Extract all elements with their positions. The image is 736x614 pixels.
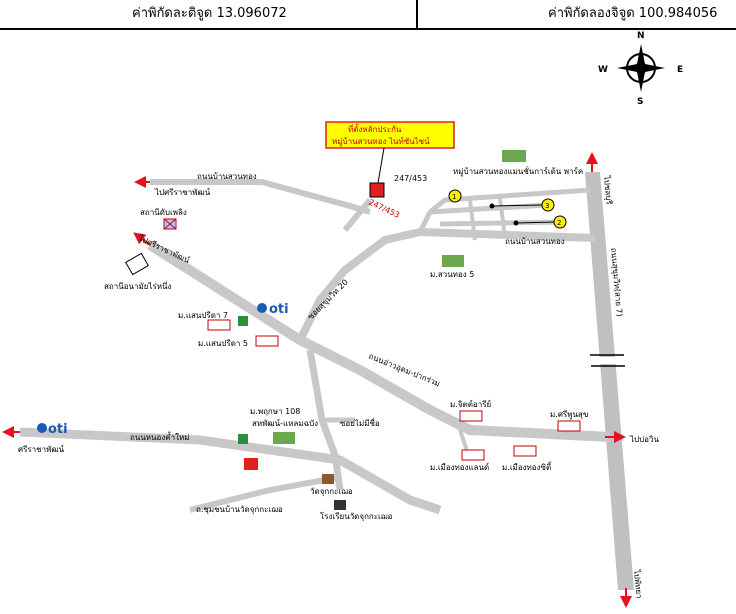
label-road-chumchon: ถ.ชุมชนบ้านวัดจุกกะเฌอ: [196, 505, 283, 514]
label-water-station: สถานีอนามัยไร่หนึ่ง: [104, 280, 171, 291]
label-road-nong-kham: ถนนหนองค้ำใหม่: [130, 431, 190, 442]
label-prueksa: ม.พฤกษา 108: [250, 407, 300, 416]
label-muang-city: ม.เมืองทองซิตี้: [502, 461, 552, 472]
marker-3-icon: 3: [489, 198, 555, 212]
compass-n: N: [637, 31, 645, 41]
coordinate-header: ค่าพิกัดละติจูด 13.096072 ค่าพิกัดลองจิจ…: [0, 0, 736, 30]
label-suan-thong-5: ม.สวนทอง 5: [430, 270, 474, 279]
temple-icon: [322, 474, 334, 484]
sukhumvit-road: [585, 152, 634, 608]
subject-marker-icon: [369, 182, 385, 198]
svg-text:2: 2: [557, 219, 561, 227]
label-school: โรงเรียนวัดจุกกะเฌอ: [320, 511, 393, 521]
label-to-bowin: ไปบ่อวิน: [629, 435, 659, 444]
header-divider: [416, 0, 418, 30]
label-temple: วัดจุกกะเฌอ: [310, 487, 353, 496]
label-soi-mai: ซอยไม่มีชื่อ: [340, 417, 380, 428]
svg-text:3: 3: [545, 202, 549, 210]
callout-line-2: หมู่บ้านสวนทอง ไนท์ซันไชน์: [332, 136, 430, 147]
label-soi-sukhumvit: ซอยสุขุมวิท 20: [306, 278, 350, 322]
label-road-suan-thong-right: ถนนบ้านสวนทอง: [505, 237, 565, 246]
svg-text:oti: oti: [269, 302, 289, 317]
village-house-icon: [273, 150, 526, 444]
compass-w: W: [598, 65, 608, 75]
latitude-label: ค่าพิกัดละติจูด 13.096072: [132, 6, 287, 21]
convenience-store-icon: [238, 316, 248, 326]
label-sanprida-5: ม.แสนปรีดา 5: [198, 339, 248, 348]
gas-station-icon: oti: [257, 302, 289, 317]
subject-number: 247/453: [394, 174, 427, 183]
label-to-sriracha-1: ไปศรีราชาพัฒน์: [154, 187, 211, 197]
callout-box: [325, 121, 455, 149]
label-sahaphat: สหพัฒน์-แหลมฉบัง: [252, 418, 318, 428]
label-sukhumvit-road: ถนนสุขุมวิท(สาย 7): [609, 247, 624, 317]
callout-line-1: ที่ตั้งหลักประกัน: [348, 123, 402, 134]
arrow-sriracha-mid: [133, 232, 151, 246]
label-to-sriracha-3: ศรีราชาพัฒน์: [18, 444, 65, 454]
school-icon: [334, 500, 346, 510]
compass-s: S: [637, 97, 643, 107]
gas-station-west-icon: oti: [37, 422, 68, 437]
subject-tag: 247/453: [367, 198, 401, 220]
convenience-store-2-icon: [238, 434, 248, 444]
label-village-garden: หมู่บ้านสวนทองแมนชั่นการ์เด้น พาร์ค: [453, 165, 583, 177]
compass-e: E: [677, 65, 683, 75]
svg-text:oti: oti: [48, 422, 68, 437]
marker-1-icon: 1: [448, 189, 462, 203]
health-station-icon: [125, 252, 149, 276]
road-network: [19, 179, 611, 515]
longitude-label: ค่าพิกัดลองจิจูด 100.984056: [548, 6, 718, 21]
label-sanprida-7: ม.แสนปรีดา 7: [178, 311, 228, 320]
callout-pointer: [377, 147, 385, 184]
label-fire-station: สถานีดับเพลิง: [140, 208, 187, 217]
market-icon: [244, 458, 258, 470]
label-to-chonburi: ไปชลบุรี: [602, 174, 614, 205]
estate-badge-icon: [207, 319, 581, 461]
marker-2-icon: 2: [513, 215, 567, 229]
label-chit: ม.จิตต์อารีย์: [450, 399, 491, 409]
label-road-suan-thong-top: ถนนบ้านสวนทอง: [197, 172, 257, 181]
label-to-pattaya: ไปพัทยา: [632, 568, 644, 598]
svg-text:1: 1: [452, 193, 456, 201]
compass-rose-icon: N S W E: [598, 31, 683, 107]
label-muang-land: ม.เมืองทองแลนด์: [430, 462, 489, 472]
label-sisuk: ม.ศรีพูนสุข: [550, 410, 588, 420]
